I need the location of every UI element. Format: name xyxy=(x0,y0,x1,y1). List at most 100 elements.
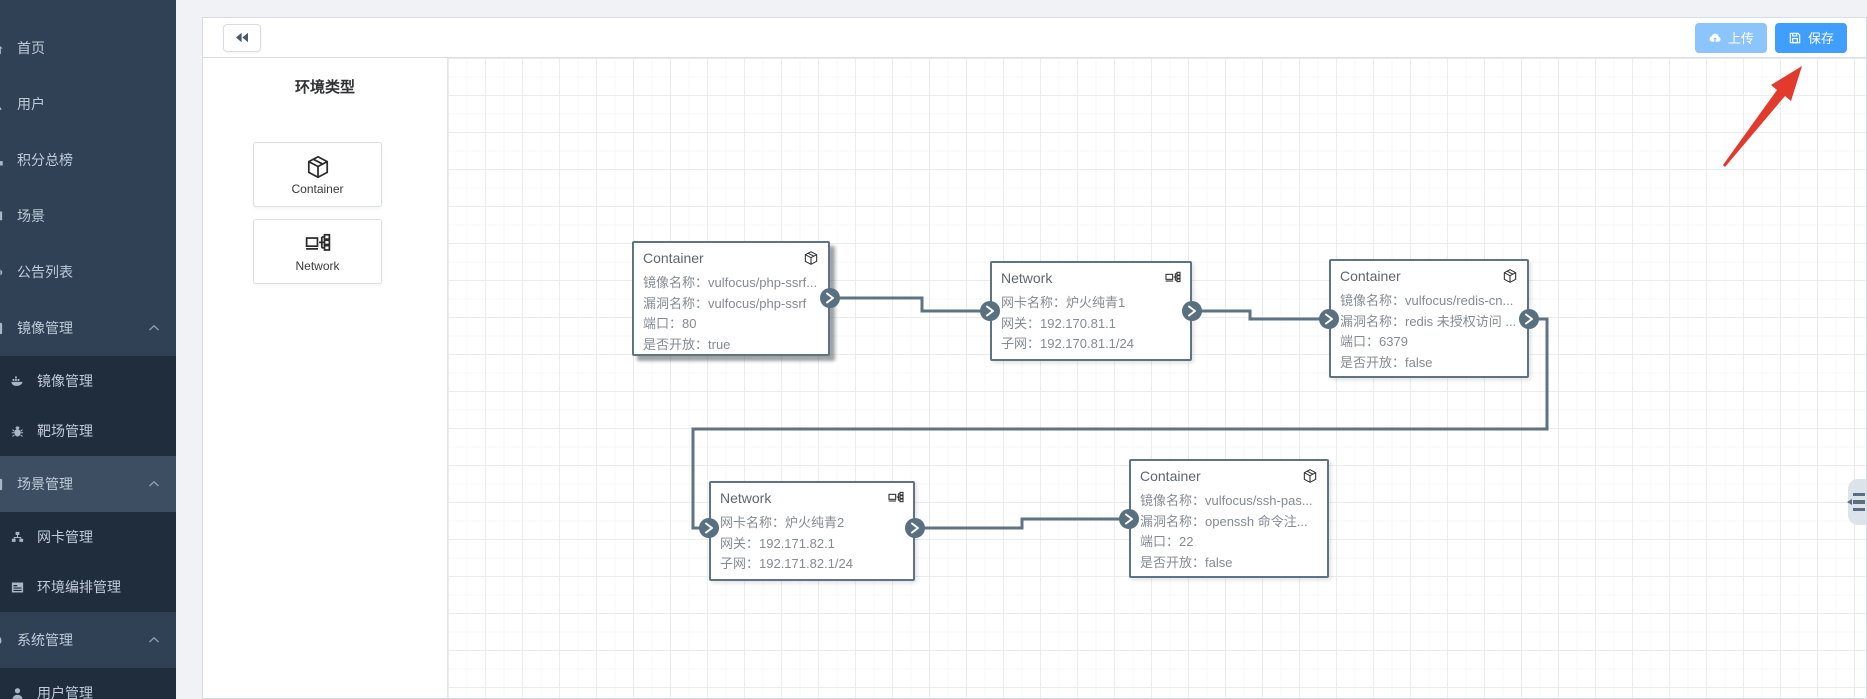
sidebar-item-1[interactable]: 用户 xyxy=(0,76,176,132)
main-panel: 上传 保存 环境类型 Container Network Container 镜… xyxy=(202,17,1867,699)
sidebar-item-label: 镜像管理 xyxy=(17,320,73,336)
user-icon xyxy=(0,97,4,112)
sidebar-item-label: 公告列表 xyxy=(17,264,73,280)
sidebar-item-4[interactable]: 公告列表 xyxy=(0,244,176,300)
sidebar-item-label: 系统管理 xyxy=(17,632,73,648)
right-panel-handle[interactable] xyxy=(1847,479,1866,525)
sidebar-item-label: 场景 xyxy=(17,208,45,224)
node-field: 网卡名称：炉火纯青2 xyxy=(720,515,845,530)
flow-node-4-container[interactable]: Container 镜像名称：vulfocus/ssh-pas... 漏洞名称：o… xyxy=(1129,459,1329,578)
docker-icon xyxy=(10,374,25,389)
orchestration-icon xyxy=(10,580,25,595)
sidebar-item-label: 积分总榜 xyxy=(17,152,73,168)
double-left-chevron-icon xyxy=(234,31,250,44)
node-fields: 镜像名称：vulfocus/ssh-pas... 漏洞名称：openssh 命令注… xyxy=(1140,491,1318,573)
node-field: 端口：22 xyxy=(1140,534,1194,549)
sidebar-item-label: 镜像管理 xyxy=(37,373,93,389)
sidebar-item-label: 场景管理 xyxy=(17,476,73,492)
edge-3[interactable] xyxy=(915,517,1129,530)
node-title: Container xyxy=(1340,268,1401,284)
sidebar-item-label: 网卡管理 xyxy=(37,529,93,545)
sidebar: 首页 用户 积分总榜 场景 公告列表 镜像管理 镜像管理 靶场管理 场景管理 网… xyxy=(0,0,176,699)
collapse-palette-button[interactable] xyxy=(223,23,261,52)
palette-item-network[interactable]: Network xyxy=(253,219,382,284)
image-group-icon xyxy=(0,321,4,336)
edge-1[interactable] xyxy=(1192,309,1329,321)
leaderboard-icon xyxy=(0,153,4,168)
chevron-up-icon xyxy=(148,480,160,488)
network-icon xyxy=(305,231,331,257)
sidebar-item-5[interactable]: 镜像管理 xyxy=(0,300,176,356)
home-icon xyxy=(0,41,4,56)
node-title: Network xyxy=(720,490,772,506)
node-field: 端口：6379 xyxy=(1340,334,1408,349)
node-field: 是否开放：true xyxy=(643,336,731,352)
node-field: 镜像名称：vulfocus/ssh-pas... xyxy=(1140,493,1313,508)
node-palette: 环境类型 Container Network xyxy=(203,58,447,698)
sidebar-item-7[interactable]: 靶场管理 xyxy=(0,406,176,456)
network-icon xyxy=(1165,270,1181,286)
sidebar-item-label: 用户 xyxy=(17,96,45,112)
sidebar-item-3[interactable]: 场景 xyxy=(0,188,176,244)
flow-canvas[interactable]: Container 镜像名称：vulfocus/php-ssrf... 漏洞名称：… xyxy=(447,58,1866,698)
sidebar-item-label: 首页 xyxy=(17,40,45,56)
palette-item-label: Container xyxy=(291,181,344,196)
node-field: 网关：192.170.81.1 xyxy=(1001,315,1116,331)
chevron-up-icon xyxy=(148,324,160,332)
sidebar-item-0[interactable]: 首页 xyxy=(0,20,176,76)
bug-icon xyxy=(10,424,25,439)
flow-node-2-container[interactable]: Container 镜像名称：vulfocus/redis-cn... 漏洞名称：… xyxy=(1329,259,1529,378)
cloud-upload-icon xyxy=(1708,31,1722,45)
palette-title: 环境类型 xyxy=(294,79,355,96)
scene-group-icon xyxy=(0,477,4,492)
node-title: Container xyxy=(1140,468,1201,484)
sidebar-item-12[interactable]: 用户管理 xyxy=(0,668,176,699)
toolbar: 上传 保存 xyxy=(203,18,1866,58)
panel-content: 环境类型 Container Network Container 镜像名称：vu… xyxy=(203,58,1866,698)
save-icon xyxy=(1788,31,1802,45)
flow-node-1-network[interactable]: Network 网卡名称：炉火纯青1 网关：192.170.81.1 子网：192.… xyxy=(990,261,1192,361)
node-field: 端口：80 xyxy=(643,316,697,331)
edge-0[interactable] xyxy=(830,296,990,313)
node-fields: 网卡名称：炉火纯青1 网关：192.170.81.1 子网：192.170.81.1… xyxy=(1001,293,1181,355)
node-field: 漏洞名称：openssh 命令注... xyxy=(1140,513,1308,529)
palette-item-container[interactable]: Container xyxy=(253,142,382,207)
node-field: 子网：192.170.81.1/24 xyxy=(1001,336,1134,351)
network-card-icon xyxy=(10,530,25,545)
container-icon xyxy=(305,154,331,180)
annotation-red-arrow xyxy=(1723,66,1802,167)
node-field: 镜像名称：vulfocus/php-ssrf... xyxy=(643,275,818,290)
scene-icon xyxy=(0,209,4,224)
node-fields: 镜像名称：vulfocus/php-ssrf... 漏洞名称：vulfocus/p… xyxy=(643,273,819,355)
flow-node-0-container[interactable]: Container 镜像名称：vulfocus/php-ssrf...漏洞名称：… xyxy=(632,241,830,356)
sidebar-item-9[interactable]: 网卡管理 xyxy=(0,512,176,562)
sidebar-item-8[interactable]: 场景管理 xyxy=(0,456,176,512)
node-field: 是否开放：false xyxy=(1340,354,1433,370)
node-header: Network xyxy=(1001,270,1181,286)
container-icon xyxy=(1502,268,1518,284)
sidebar-item-2[interactable]: 积分总榜 xyxy=(0,132,176,188)
system-group-icon xyxy=(0,633,4,648)
save-button-label: 保存 xyxy=(1807,31,1834,46)
upload-button[interactable]: 上传 xyxy=(1694,22,1767,53)
upload-button-label: 上传 xyxy=(1727,31,1754,46)
chevron-up-icon xyxy=(148,636,160,644)
sidebar-item-label: 靶场管理 xyxy=(37,423,93,439)
sidebar-item-label: 用户管理 xyxy=(37,685,93,699)
sidebar-item-11[interactable]: 系统管理 xyxy=(0,612,176,668)
sidebar-item-label: 环境编排管理 xyxy=(37,579,121,595)
node-header: Container xyxy=(1340,268,1518,284)
save-button[interactable]: 保存 xyxy=(1774,22,1847,53)
network-icon xyxy=(888,490,904,506)
sidebar-item-6[interactable]: 镜像管理 xyxy=(0,356,176,406)
sidebar-item-10[interactable]: 环境编排管理 xyxy=(0,562,176,612)
edges-overlay xyxy=(691,66,1802,538)
node-field: 镜像名称：vulfocus/redis-cn... xyxy=(1340,293,1514,308)
user-manage-icon xyxy=(10,686,25,699)
node-field: 漏洞名称：redis 未授权访问 ... xyxy=(1340,313,1517,329)
node-field: 网卡名称：炉火纯青1 xyxy=(1001,295,1126,310)
node-field: 漏洞名称：vulfocus/php-ssrf xyxy=(643,295,807,311)
palette-item-label: Network xyxy=(295,258,340,273)
